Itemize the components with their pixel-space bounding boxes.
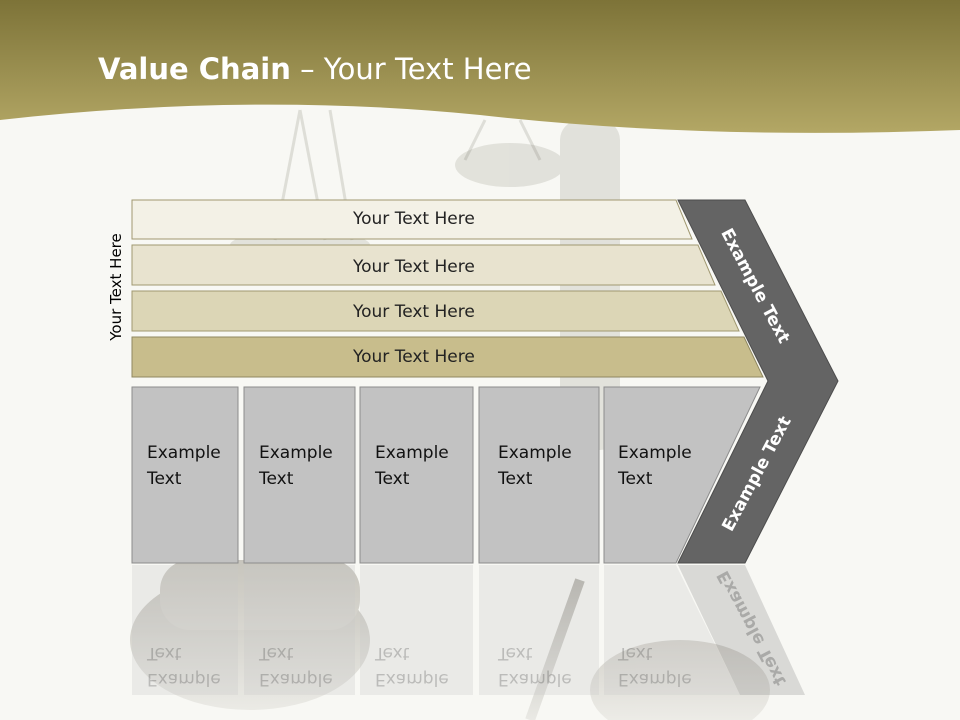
margin-chevron: [677, 199, 839, 564]
row-bar-3: [131, 290, 740, 332]
row-bar-2: [131, 244, 716, 286]
row-label-4: Your Text Here: [353, 347, 475, 367]
activity-box-1: [131, 386, 239, 564]
row-label-1: Your Text Here: [353, 209, 475, 229]
row-bar-4: [131, 336, 764, 378]
activity-box-3: [359, 386, 474, 564]
row-bar-1: [131, 199, 693, 240]
slide-title: Value Chain – Your Text Here: [98, 52, 532, 86]
title-bold: Value Chain: [98, 52, 291, 86]
reflection: [132, 565, 805, 695]
activity-box-4: [478, 386, 600, 564]
title-rest: – Your Text Here: [290, 52, 532, 86]
row-label-2: Your Text Here: [353, 257, 475, 277]
activity-box-5: [603, 386, 761, 564]
row-label-3: Your Text Here: [353, 302, 475, 322]
activity-box-2: [243, 386, 356, 564]
